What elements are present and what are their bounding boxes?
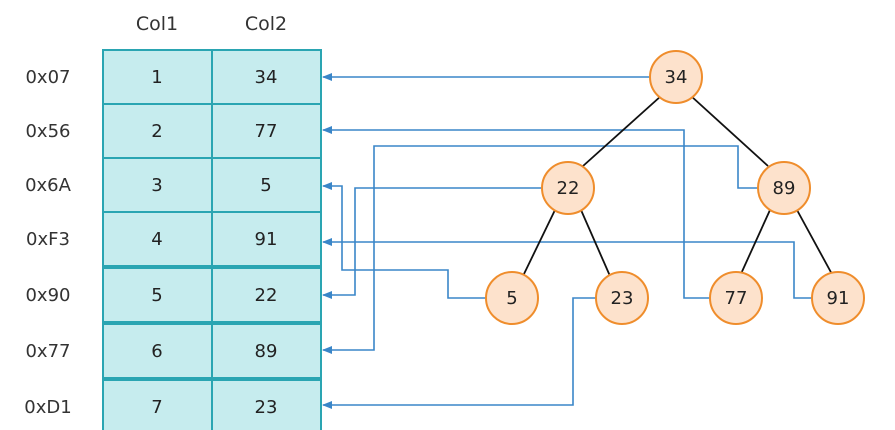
row-col2-value: 22 — [255, 285, 278, 306]
tree-node-circle — [709, 271, 763, 325]
row-col2-value: 77 — [255, 121, 278, 142]
row-cell-col2 — [211, 211, 322, 267]
table-row: 0xD1 7 23 — [24, 379, 322, 430]
row-address: 0x07 — [25, 67, 70, 88]
row-cell-col2 — [211, 267, 322, 323]
row-col2-value: 5 — [260, 175, 271, 196]
table-row: 0x6A 3 5 — [25, 157, 322, 213]
row-col2-value: 91 — [255, 229, 278, 250]
tree-edge-89-91 — [796, 209, 834, 277]
row-col1-value: 3 — [151, 175, 162, 196]
row-address: 0x6A — [25, 175, 72, 196]
row-cell-col1 — [102, 267, 213, 323]
row-cell-col2 — [211, 157, 322, 213]
table-row: 0x56 2 77 — [25, 103, 322, 159]
pointer-arrow-22 — [322, 187, 541, 299]
row-cell-col1 — [102, 211, 213, 267]
tree-node: 5 — [485, 271, 539, 325]
tree-edge-34-22 — [582, 95, 662, 167]
table-row: 0x90 5 22 — [25, 267, 322, 323]
row-address: 0x90 — [25, 285, 70, 306]
row-cell-col2 — [211, 323, 322, 379]
row-col1-value: 7 — [151, 397, 162, 418]
pointer-arrow-91 — [322, 238, 812, 299]
column-header-col2: Col2 — [245, 13, 287, 35]
tree-node-label: 91 — [827, 288, 850, 309]
tree-edge-89-77 — [739, 209, 771, 277]
row-address: 0xF3 — [26, 229, 70, 250]
tree-node: 23 — [595, 271, 649, 325]
row-address: 0x77 — [25, 341, 70, 362]
tree-node-circle — [757, 161, 811, 215]
pointer-arrow-5 — [322, 182, 486, 299]
table-row: 0x07 1 34 — [25, 49, 322, 105]
row-cell-col2 — [211, 49, 322, 105]
row-col2-value: 34 — [255, 67, 278, 88]
tree-node-circle — [595, 271, 649, 325]
row-cell-col1 — [102, 49, 213, 105]
tree-node-label: 34 — [665, 67, 688, 88]
pointer-arrow-89 — [322, 145, 758, 354]
row-cell-col2 — [211, 379, 322, 430]
tree-edge-22-23 — [580, 209, 611, 277]
tree-node: 77 — [709, 271, 763, 325]
tree-edge-34-89 — [690, 95, 769, 167]
tree-node: 89 — [757, 161, 811, 215]
pointer-arrow-23 — [322, 297, 596, 409]
tree-node: 34 — [649, 50, 703, 104]
column-header-col1: Col1 — [136, 13, 178, 35]
tree-node-circle — [541, 161, 595, 215]
table-row: 0xF3 4 91 — [26, 211, 322, 267]
row-col1-value: 4 — [151, 229, 162, 250]
tree-edge-22-5 — [522, 209, 556, 277]
tree-node-circle — [811, 271, 865, 325]
row-cell-col2 — [211, 103, 322, 159]
table-row: 0x77 6 89 — [25, 323, 322, 379]
tree-node-label: 23 — [611, 288, 634, 309]
row-col2-value: 23 — [255, 397, 278, 418]
tree-node: 22 — [541, 161, 595, 215]
row-col1-value: 2 — [151, 121, 162, 142]
tree-node-circle — [485, 271, 539, 325]
row-col2-value: 89 — [255, 341, 278, 362]
tree-node-circle — [649, 50, 703, 104]
tree-node-label: 89 — [773, 178, 796, 199]
tree-node-label: 22 — [557, 178, 580, 199]
row-address: 0x56 — [25, 121, 70, 142]
tree-node: 91 — [811, 271, 865, 325]
row-address: 0xD1 — [24, 397, 71, 418]
row-col1-value: 6 — [151, 341, 162, 362]
tree-node-label: 5 — [506, 288, 517, 309]
pointer-arrow-77 — [322, 126, 710, 299]
row-col1-value: 5 — [151, 285, 162, 306]
tree-node-label: 77 — [725, 288, 748, 309]
row-col1-value: 1 — [151, 67, 162, 88]
